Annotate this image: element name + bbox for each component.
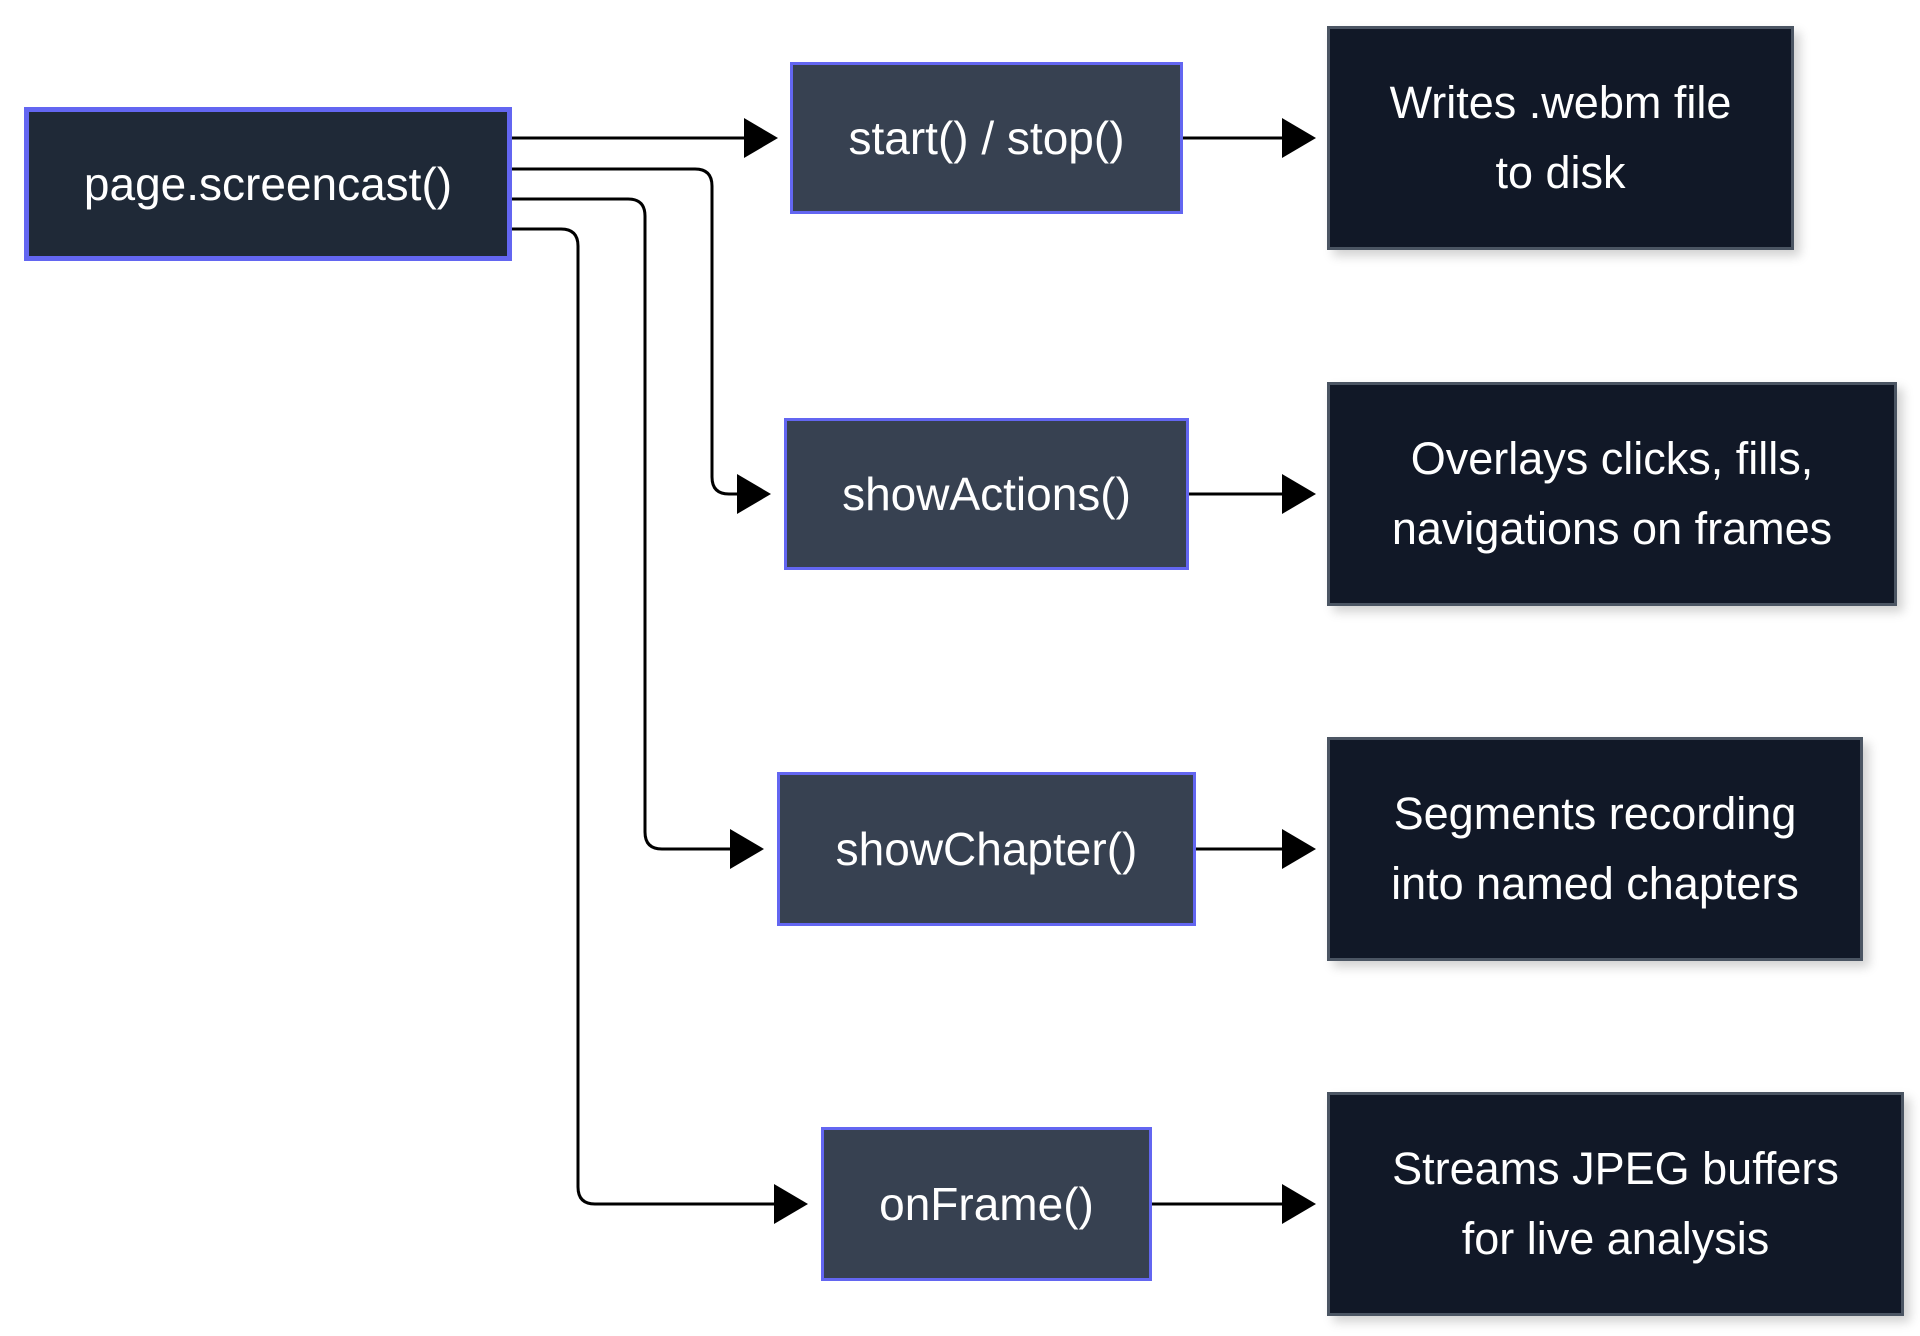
edge-root-to-on-frame (512, 227, 782, 1206)
outcome-node-text: Overlays clicks, fills, navigations on f… (1391, 433, 1833, 554)
arrowhead-on-frame (774, 1184, 808, 1224)
method-node-label: start() / stop() (848, 112, 1125, 164)
edge-root-to-show-chapter (512, 197, 738, 851)
method-node-show-chapter: showChapter() (777, 772, 1196, 926)
outcome-node-segment-chapters: Segments recording into named chapters (1327, 737, 1863, 961)
outcome-node-write-webm: Writes .webm file to disk (1327, 26, 1794, 250)
outcome-node-overlay-actions: Overlays clicks, fills, navigations on f… (1327, 382, 1897, 606)
method-node-label: onFrame() (879, 1178, 1094, 1230)
method-node-label: showChapter() (835, 823, 1138, 875)
arrowhead-outcome-3 (1282, 829, 1316, 869)
arrowhead-outcome-4 (1282, 1184, 1316, 1224)
method-node-show-actions: showActions() (784, 418, 1189, 570)
edge-root-to-show-actions (512, 167, 745, 496)
root-node: page.screencast() (24, 107, 512, 261)
outcome-node-stream-jpeg: Streams JPEG buffers for live analysis (1327, 1092, 1904, 1316)
outcome-node-text: Streams JPEG buffers for live analysis (1392, 1143, 1839, 1264)
arrowhead-show-actions (737, 474, 771, 514)
method-node-label: showActions() (842, 468, 1131, 520)
outcome-node-text: Writes .webm file to disk (1389, 77, 1732, 198)
outcome-node-text: Segments recording into named chapters (1391, 788, 1799, 909)
arrowhead-start-stop (744, 118, 778, 158)
root-node-label: page.screencast() (83, 158, 453, 210)
arrowhead-outcome-2 (1282, 474, 1316, 514)
arrowhead-outcome-1 (1282, 118, 1316, 158)
method-node-on-frame: onFrame() (821, 1127, 1152, 1281)
method-node-start-stop: start() / stop() (790, 62, 1183, 214)
arrowhead-show-chapter (730, 829, 764, 869)
